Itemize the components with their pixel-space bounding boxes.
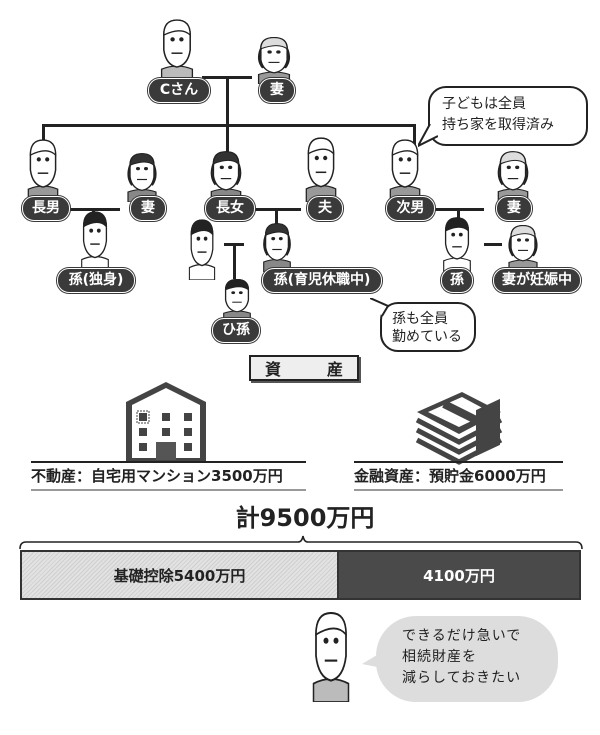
great-grandchild-figure	[218, 278, 256, 323]
tree-line	[70, 208, 120, 211]
bubble-line: 孫も全員	[392, 311, 448, 327]
label-eldest-son: 長男	[22, 196, 70, 221]
person-icon	[263, 223, 291, 273]
label-great-grandchild: ひ孫	[212, 318, 260, 343]
assets-heading-right: 産	[326, 360, 343, 379]
children-speech-bubble: 子どもは全員 持ち家を取得済み	[428, 86, 588, 146]
label-grandchild-3: 孫	[441, 268, 473, 293]
basic-deduction-bar: 基礎控除5400万円	[20, 550, 339, 600]
person-icon	[81, 211, 109, 273]
tree-line	[42, 124, 416, 127]
label-c-wife: 妻	[259, 78, 295, 103]
grandchild-3-figure	[438, 216, 476, 273]
person-icon	[305, 137, 337, 203]
basic-deduction-label: 基礎控除5400万円	[113, 566, 246, 585]
brace	[19, 535, 583, 550]
label-second-son-wife: 妻	[496, 196, 532, 221]
tree-line	[484, 243, 502, 246]
real-estate-asset: 不動産：自宅用マンション3500万円	[31, 461, 306, 491]
person-icon	[127, 153, 157, 203]
grandchild-husband-figure	[184, 218, 220, 281]
taxable-amount-label: 4100万円	[423, 566, 495, 585]
person-icon	[257, 37, 291, 85]
person-icon	[188, 219, 216, 281]
person-icon	[508, 225, 538, 273]
bubble-tail	[418, 124, 438, 148]
label-c-san: Cさん	[148, 78, 210, 103]
grandchildren-speech-bubble: 孫も全員 勤めている	[380, 302, 476, 352]
total-assets: 計9500万円	[235, 504, 375, 532]
label-grandchild-leave: 孫(育児休職中)	[262, 268, 382, 293]
eldest-daughter-figure	[205, 150, 247, 203]
person-icon	[497, 151, 529, 203]
c-san-speech-bubble: できるだけ急いで 相続財産を 減らしておきたい	[376, 616, 558, 702]
tree-line	[226, 76, 229, 154]
tree-line	[42, 124, 45, 152]
bubble-line: できるだけ急いで	[402, 628, 522, 644]
building-icon	[126, 382, 206, 462]
label-eldest-son-wife: 妻	[130, 196, 166, 221]
tree-line	[233, 243, 236, 279]
grandchild-3-wife-figure	[503, 224, 543, 273]
taxable-amount-bar: 4100万円	[339, 550, 581, 600]
person-icon	[210, 151, 242, 203]
label-eldest-daughter: 長女	[205, 196, 255, 221]
label-grandchild-3-wife: 妻が妊娠中	[493, 268, 581, 293]
c-san-figure	[155, 18, 199, 83]
bubble-line: 子どもは全員	[442, 96, 526, 112]
label-grandchild-single: 孫(独身)	[57, 268, 135, 293]
eldest-son-wife-figure	[122, 152, 162, 203]
grandchild-leave-figure	[258, 222, 296, 273]
money-stack-icon	[415, 392, 503, 465]
second-son-wife-figure	[492, 150, 534, 203]
bubble-tail	[362, 652, 382, 668]
bubble-tail	[370, 298, 390, 317]
husband-figure	[300, 136, 342, 203]
bubble-line: 減らしておきたい	[402, 670, 522, 686]
person-icon	[312, 611, 350, 703]
grandchild-single-figure	[76, 210, 114, 273]
person-icon	[27, 139, 59, 203]
bubble-line: 勤めている	[392, 329, 462, 345]
c-san-figure-bottom	[306, 610, 356, 703]
financial-asset: 金融資産：預貯金6000万円	[354, 461, 563, 491]
assets-heading: 資 産	[249, 355, 359, 381]
person-icon	[443, 217, 471, 273]
eldest-son-figure	[22, 138, 64, 203]
person-icon	[223, 278, 251, 323]
c-wife-figure	[252, 36, 296, 85]
bubble-line: 持ち家を取得済み	[442, 117, 554, 133]
assets-heading-left: 資	[265, 360, 282, 379]
person-icon	[160, 19, 194, 83]
bubble-line: 相続財産を	[402, 649, 477, 665]
label-husband: 夫	[307, 196, 343, 221]
tree-line	[413, 124, 416, 152]
label-second-son: 次男	[386, 196, 435, 221]
